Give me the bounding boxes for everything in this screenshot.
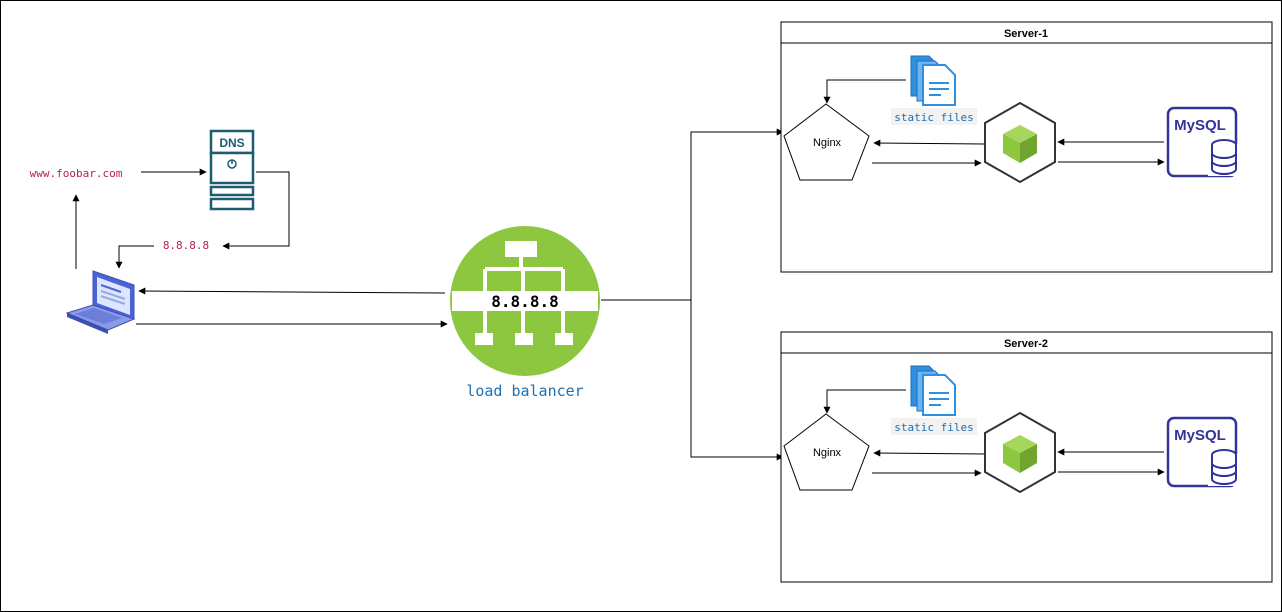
- dns-label: DNS: [219, 136, 244, 150]
- server-1-title: Server-1: [1004, 28, 1048, 40]
- static-files-label-2: static files: [894, 421, 973, 434]
- resolved-ip-label: 8.8.8.8: [163, 239, 209, 252]
- nginx-label-1: Nginx: [813, 137, 842, 149]
- load-balancer-caption: load balancer: [466, 382, 583, 400]
- nodejs-app-icon-2: [984, 411, 1056, 494]
- static-files-icon-2: [910, 365, 956, 416]
- arrow-static-to-nginx-2: [823, 389, 906, 414]
- load-balancer-icon: [450, 226, 600, 376]
- server-2: Server-2 Nginx static files MySQL: [780, 331, 1273, 583]
- static-files-icon-1: [910, 55, 956, 106]
- server-2-title: Server-2: [1004, 338, 1048, 350]
- dns-server-icon: DNS: [209, 129, 255, 211]
- nginx-pentagon-2: [783, 413, 870, 491]
- arrow-dns-to-ip: [222, 171, 290, 250]
- mysql-label-2: MySQL: [1174, 427, 1226, 444]
- arrow-lb-to-server-2: [690, 300, 784, 461]
- nginx-pentagon-1: [783, 103, 870, 181]
- arrow-app-to-nginx-1: [873, 139, 985, 147]
- load-balancer-ip-label: 8.8.8.8: [491, 292, 558, 311]
- arrow-app-to-nginx-2: [873, 449, 985, 457]
- arrow-ip-to-laptop: [115, 245, 154, 269]
- static-files-label-1: static files: [894, 111, 973, 124]
- domain-label: www.foobar.com: [30, 167, 123, 180]
- arrow-lb-to-laptop: [138, 287, 446, 295]
- nginx-label-2: Nginx: [813, 447, 842, 459]
- mysql-label-1: MySQL: [1174, 117, 1226, 134]
- arrow-lb-to-server-1: [601, 128, 784, 301]
- server-1: Server-1 Nginx static files MySQL: [780, 21, 1273, 273]
- mysql-icon-1: MySQL: [1166, 106, 1240, 178]
- mysql-icon-2: MySQL: [1166, 416, 1240, 488]
- nodejs-app-icon-1: [984, 101, 1056, 184]
- arrow-static-to-nginx-1: [823, 79, 906, 104]
- laptop-icon: [65, 270, 136, 334]
